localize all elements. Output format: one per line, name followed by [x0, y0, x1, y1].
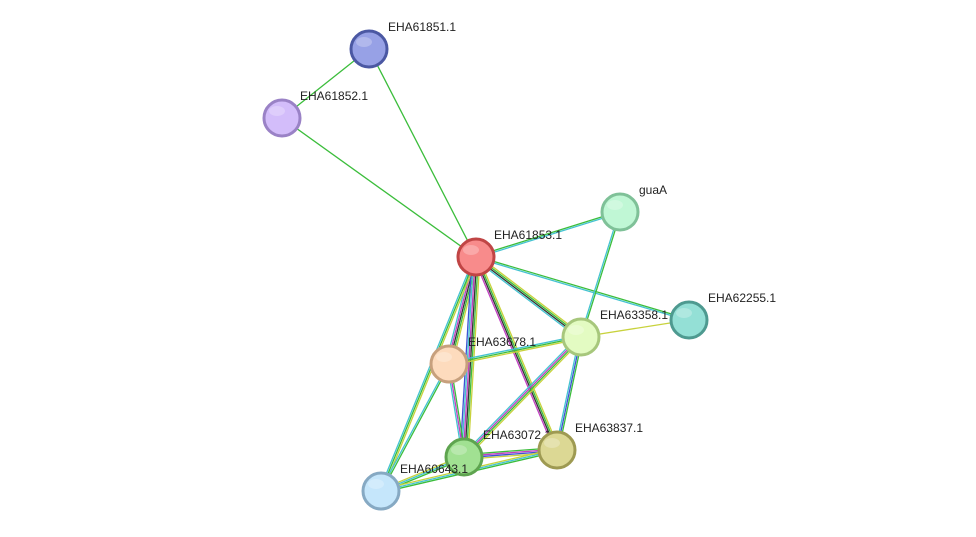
node-highlight	[356, 37, 372, 47]
edge-evidence-line	[476, 255, 690, 320]
edge-evidence-line	[462, 335, 581, 457]
edge-evidence-line	[378, 256, 476, 491]
node-circle[interactable]	[262, 98, 302, 138]
node-guaA[interactable]: guaA	[600, 183, 667, 232]
edge-evidence-line	[475, 257, 689, 322]
edge-EHA61853.1-EHA60643.1[interactable]	[378, 256, 479, 492]
edge-evidence-line	[465, 338, 584, 460]
edge-evidence-line	[368, 48, 477, 258]
edge-guaA-EHA63358.1[interactable]	[579, 211, 622, 338]
node-EHA61851.1[interactable]: EHA61851.1	[349, 20, 456, 69]
edge-evidence-line	[475, 210, 620, 257]
edge-EHA63678.1-EHA60643.1[interactable]	[379, 363, 451, 492]
edge-evidence-line	[477, 255, 560, 450]
node-circle[interactable]	[456, 237, 496, 277]
edge-evidence-line	[381, 364, 451, 492]
node-label: EHA62255.1	[708, 291, 776, 305]
edge-EHA61853.1-EHA63837.1[interactable]	[473, 255, 560, 452]
edge-EHA63358.1-EHA63072.1[interactable]	[461, 334, 584, 460]
node-highlight	[368, 479, 384, 489]
edge-EHA61851.1-EHA61853.1[interactable]	[368, 48, 477, 258]
node-circle[interactable]	[669, 300, 709, 340]
edge-evidence-line	[460, 256, 475, 457]
edge-evidence-line	[462, 256, 476, 457]
node-circle[interactable]	[349, 29, 389, 69]
edge-evidence-line	[448, 336, 582, 365]
node-highlight	[463, 245, 479, 255]
edge-evidence-line	[476, 256, 559, 450]
edge-evidence-line	[381, 257, 479, 492]
edge-evidence-line	[579, 211, 620, 337]
edge-EHA61852.1-EHA61853.1[interactable]	[281, 117, 477, 258]
node-highlight	[568, 325, 584, 335]
node-EHA63072.1[interactable]: EHA63072.1	[444, 428, 551, 477]
edge-EHA63358.1-EHA63678.1[interactable]	[448, 334, 582, 367]
node-label: EHA63837.1	[575, 421, 643, 435]
edge-evidence-line	[474, 257, 557, 451]
node-label: EHA63358.1	[600, 308, 668, 322]
node-circle[interactable]	[561, 317, 601, 357]
node-highlight	[544, 438, 560, 448]
node-EHA63678.1[interactable]: EHA63678.1	[429, 335, 536, 384]
node-EHA60643.1[interactable]: EHA60643.1	[361, 462, 468, 511]
edge-evidence-line	[449, 337, 582, 367]
edge-evidence-line	[448, 334, 581, 364]
node-EHA61853.1[interactable]: EHA61853.1	[456, 228, 562, 277]
edge-evidence-line	[380, 256, 477, 492]
edge-evidence-line	[581, 212, 622, 338]
node-EHA61852.1[interactable]: EHA61852.1	[262, 89, 368, 138]
node-highlight	[269, 106, 285, 116]
node-highlight	[436, 352, 452, 362]
edge-evidence-line	[379, 363, 449, 491]
edge-evidence-line	[476, 255, 582, 337]
edge-evidence-line	[476, 212, 621, 259]
node-label: EHA61852.1	[300, 89, 368, 103]
edge-EHA61853.1-EHA63358.1[interactable]	[474, 254, 583, 340]
edge-evidence-line	[477, 254, 583, 336]
edge-evidence-line	[281, 117, 477, 258]
node-circle[interactable]	[444, 437, 484, 477]
edge-EHA61853.1-guaA[interactable]	[475, 210, 621, 259]
node-label: EHA61851.1	[388, 20, 456, 34]
edge-evidence-line	[473, 257, 556, 452]
node-EHA63358.1[interactable]: EHA63358.1	[561, 308, 668, 357]
node-circle[interactable]	[537, 430, 577, 470]
node-label: guaA	[639, 183, 667, 197]
edge-evidence-line	[464, 257, 478, 458]
node-highlight	[607, 200, 623, 210]
edge-evidence-line	[461, 334, 580, 456]
node-circle[interactable]	[429, 344, 469, 384]
node-EHA63837.1[interactable]: EHA63837.1	[537, 421, 643, 470]
edge-evidence-line	[464, 337, 583, 459]
node-circle[interactable]	[600, 192, 640, 232]
edge-EHA61853.1-EHA62255.1[interactable]	[475, 255, 690, 322]
node-label: EHA61853.1	[494, 228, 562, 242]
node-label: EHA60643.1	[400, 462, 468, 476]
node-highlight	[676, 308, 692, 318]
node-label: EHA63678.1	[468, 335, 536, 349]
node-highlight	[451, 445, 467, 455]
node-EHA62255.1[interactable]: EHA62255.1	[669, 291, 776, 340]
edge-evidence-line	[475, 257, 581, 339]
node-label: EHA63072.1	[483, 428, 551, 442]
node-circle[interactable]	[361, 471, 401, 511]
edge-evidence-line	[474, 258, 580, 340]
